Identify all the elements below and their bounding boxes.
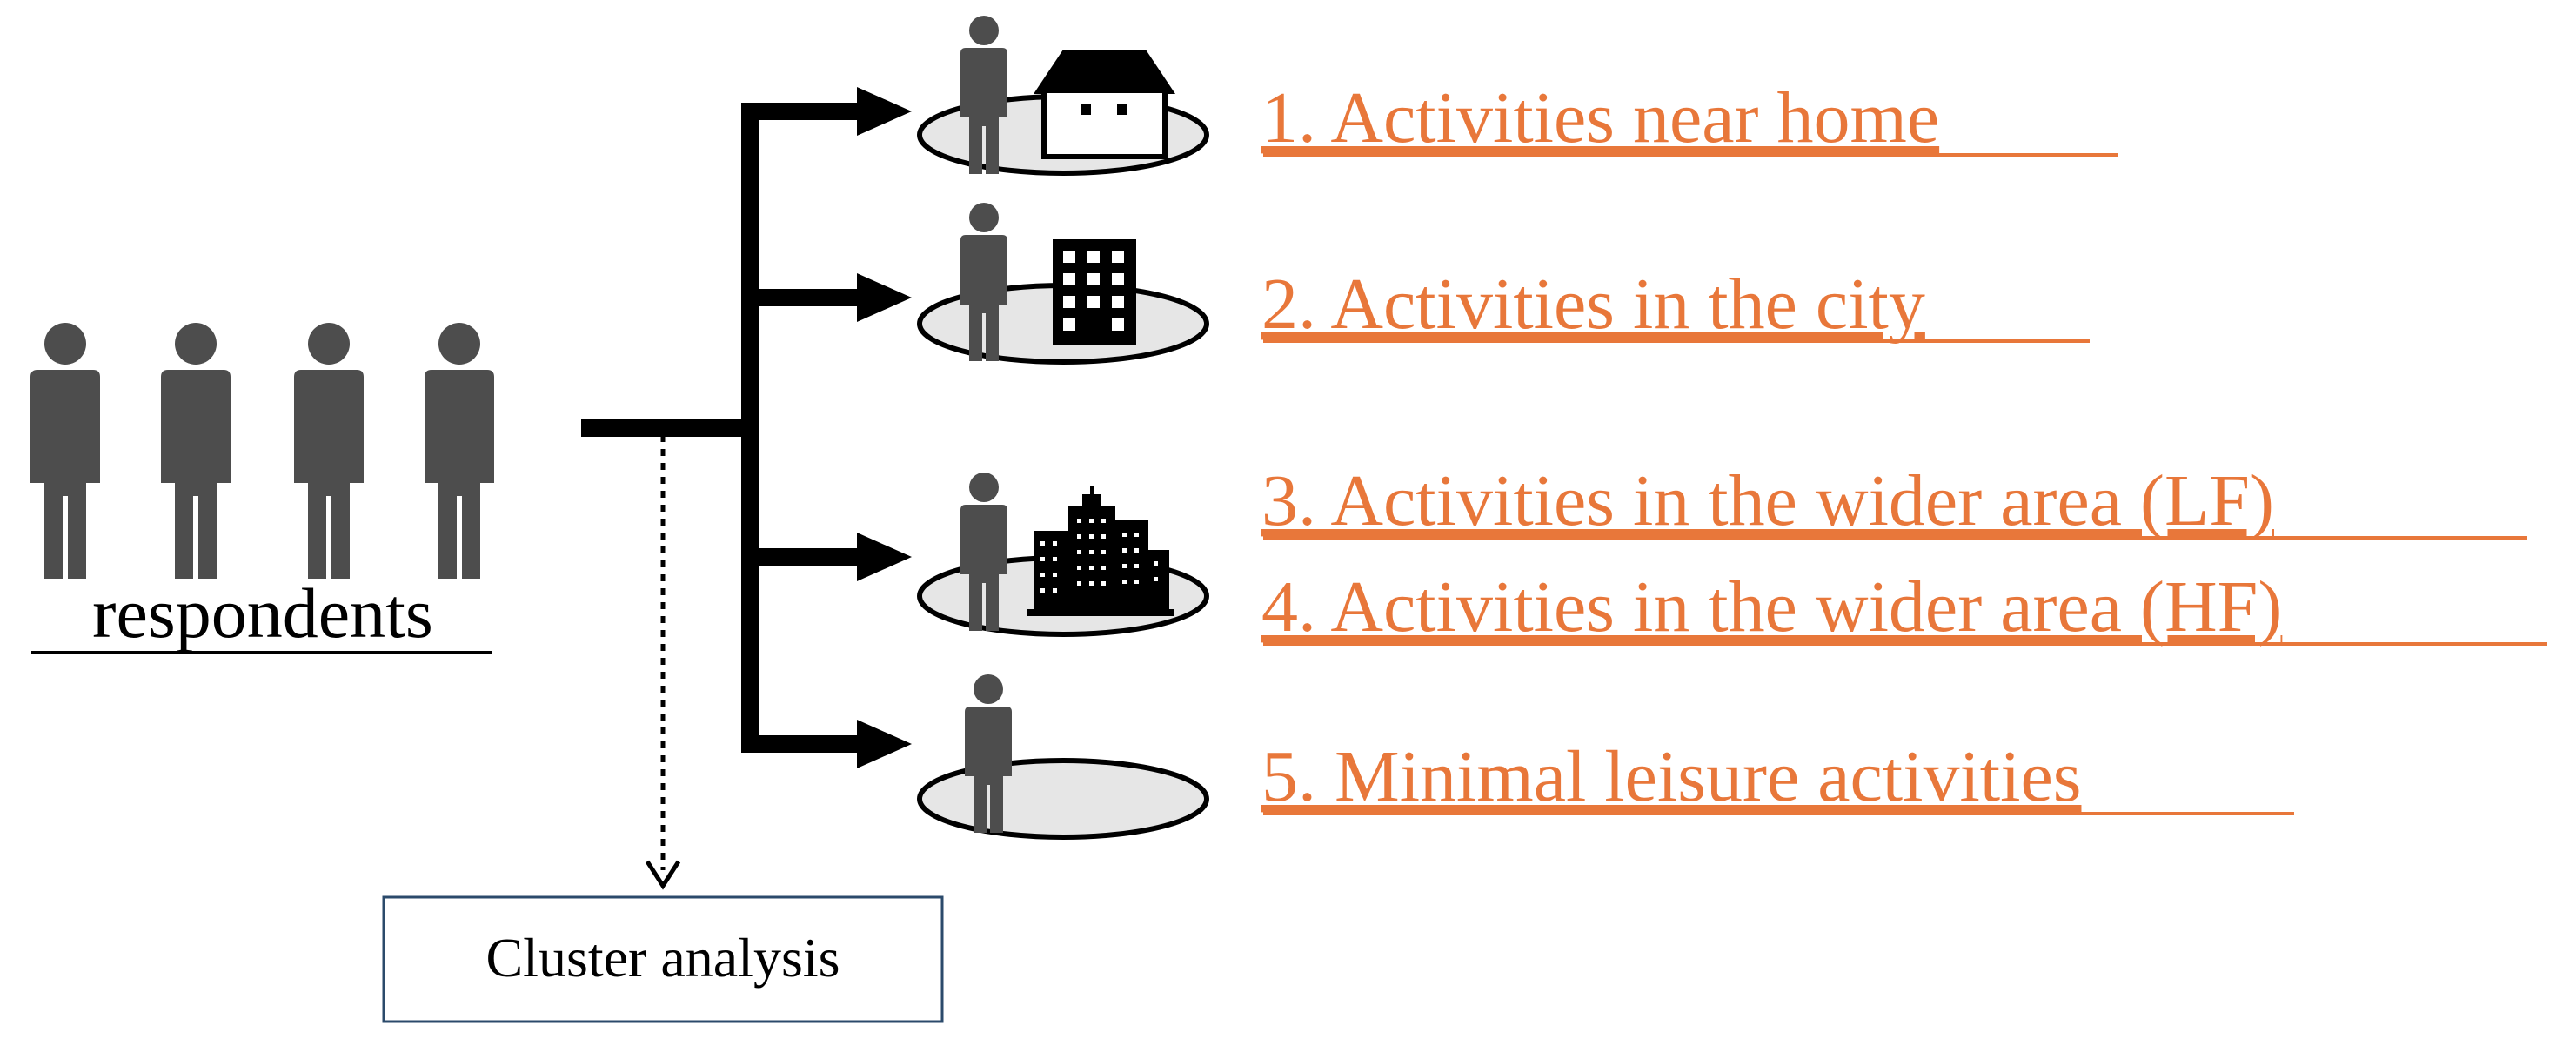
arrow-head-4: [857, 720, 912, 768]
person-icon: [161, 323, 231, 579]
arrow-head-2: [857, 273, 912, 322]
cluster-analysis-label: Cluster analysis: [485, 927, 840, 989]
house-icon: [1034, 50, 1175, 159]
category-underlines: [1263, 153, 2547, 815]
category-label-3: 3. Activities in the wider area (LF): [1261, 460, 2274, 541]
arrow-head-1: [857, 87, 912, 136]
person-icon: [30, 323, 100, 579]
person-icon: [294, 323, 364, 579]
cluster-analysis-box: [382, 895, 944, 1023]
category-label-2: 2. Activities in the city: [1261, 264, 1925, 345]
respondents-label: respondents: [92, 573, 433, 653]
branch-connectors: [581, 103, 861, 753]
category-label-4: 4. Activities in the wider area (HF): [1261, 566, 2282, 647]
branch-arrowheads: [857, 87, 912, 768]
building-icon: [1053, 239, 1136, 345]
near-home-icon-group: [917, 16, 1209, 176]
arrow-head-3: [857, 533, 912, 581]
wider-area-icon-group: [917, 473, 1209, 637]
minimal-icon-group: [917, 674, 1209, 840]
person-icon: [425, 323, 494, 579]
city-icon-group: [917, 203, 1209, 365]
city-skyline-icon: [1027, 486, 1174, 616]
category-label-5: 5. Minimal leisure activities: [1261, 736, 2081, 817]
ground-ellipse-icon: [917, 758, 1209, 840]
cluster-arrow-head: [645, 860, 681, 890]
respondents-group: [30, 323, 494, 579]
category-label-1: 1. Activities near home: [1261, 77, 1939, 158]
